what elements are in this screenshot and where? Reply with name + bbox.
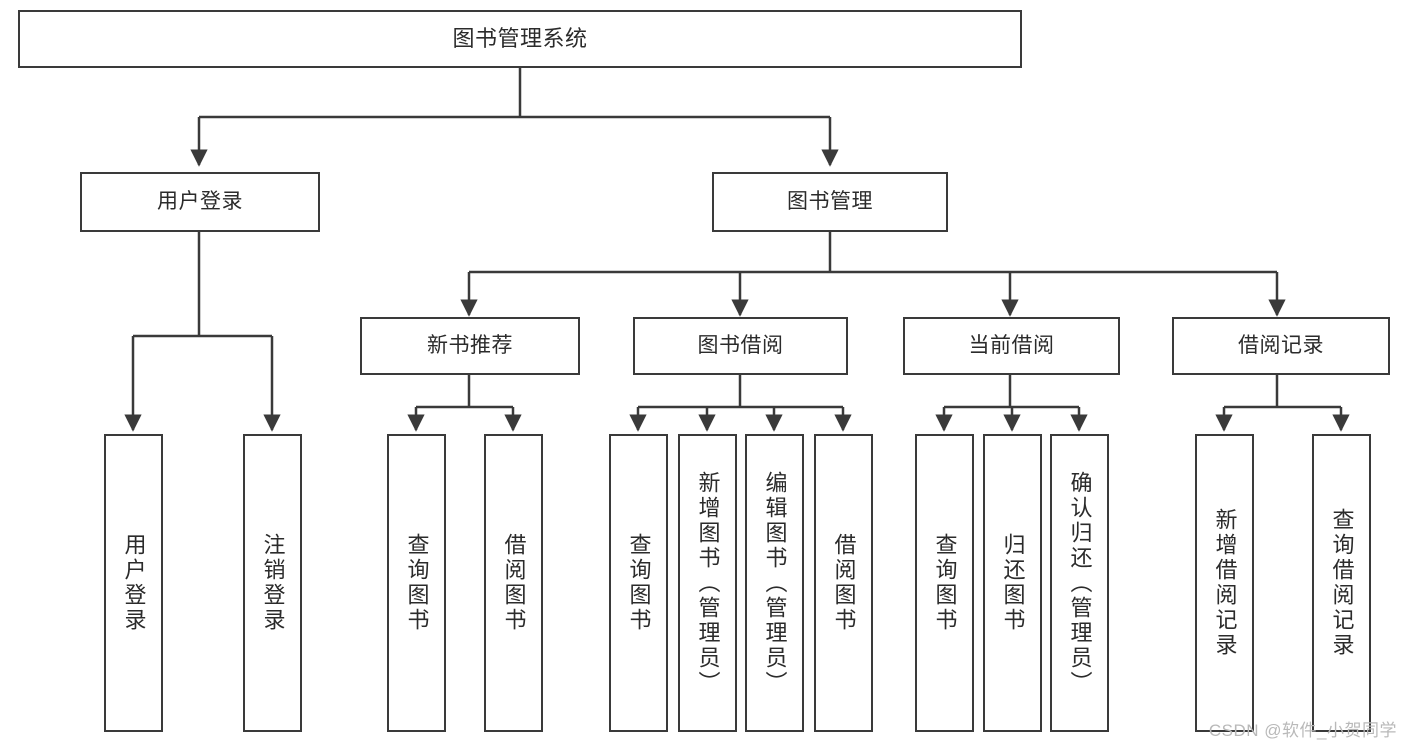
node-new-book-recommend[interactable]: 新书推荐 <box>360 317 580 375</box>
leaf-borrow-query-book[interactable]: 查询图书 <box>609 434 668 732</box>
node-label: 图书管理系统 <box>452 26 588 52</box>
leaf-borrow-add-book-admin[interactable]: 新增图书（管理员） <box>678 434 737 732</box>
node-label: 图书管理 <box>787 189 873 213</box>
node-user-login[interactable]: 用户登录 <box>80 172 320 232</box>
node-label: 新增借阅记录 <box>1212 508 1238 658</box>
node-label: 用户登录 <box>121 533 147 633</box>
node-label: 归还图书 <box>1000 533 1026 633</box>
leaf-current-return-book[interactable]: 归还图书 <box>983 434 1042 732</box>
node-label: 查询借阅记录 <box>1329 508 1355 658</box>
node-book-management[interactable]: 图书管理 <box>712 172 948 232</box>
leaf-recommend-query-book[interactable]: 查询图书 <box>387 434 446 732</box>
node-label: 查询图书 <box>932 533 958 633</box>
node-label: 注销登录 <box>260 533 286 633</box>
leaf-record-add-record[interactable]: 新增借阅记录 <box>1195 434 1254 732</box>
node-label: 图书借阅 <box>697 333 784 357</box>
node-root-system[interactable]: 图书管理系统 <box>18 10 1022 68</box>
watermark-text: CSDN @软件_小贺同学 <box>1208 721 1397 740</box>
node-label: 借阅记录 <box>1238 333 1324 357</box>
node-label: 借阅图书 <box>831 533 857 633</box>
leaf-borrow-edit-book-admin[interactable]: 编辑图书（管理员） <box>745 434 804 732</box>
node-label: 编辑图书（管理员） <box>762 470 788 696</box>
node-current-borrow[interactable]: 当前借阅 <box>903 317 1120 375</box>
leaf-record-query-record[interactable]: 查询借阅记录 <box>1312 434 1371 732</box>
node-label: 查询图书 <box>404 533 430 633</box>
leaf-user-logout[interactable]: 注销登录 <box>243 434 302 732</box>
leaf-borrow-borrow-book[interactable]: 借阅图书 <box>814 434 873 732</box>
node-label: 用户登录 <box>157 189 243 213</box>
leaf-user-login[interactable]: 用户登录 <box>104 434 163 732</box>
node-borrow-record[interactable]: 借阅记录 <box>1172 317 1390 375</box>
node-label: 借阅图书 <box>501 533 527 633</box>
node-book-borrow[interactable]: 图书借阅 <box>633 317 848 375</box>
leaf-current-query-book[interactable]: 查询图书 <box>915 434 974 732</box>
leaf-recommend-borrow-book[interactable]: 借阅图书 <box>484 434 543 732</box>
node-label: 确认归还（管理员） <box>1067 470 1093 696</box>
node-label: 新书推荐 <box>427 333 513 357</box>
node-label: 查询图书 <box>626 533 652 633</box>
node-label: 新增图书（管理员） <box>695 470 721 696</box>
leaf-current-confirm-return-admin[interactable]: 确认归还（管理员） <box>1050 434 1109 732</box>
node-label: 当前借阅 <box>968 333 1055 357</box>
